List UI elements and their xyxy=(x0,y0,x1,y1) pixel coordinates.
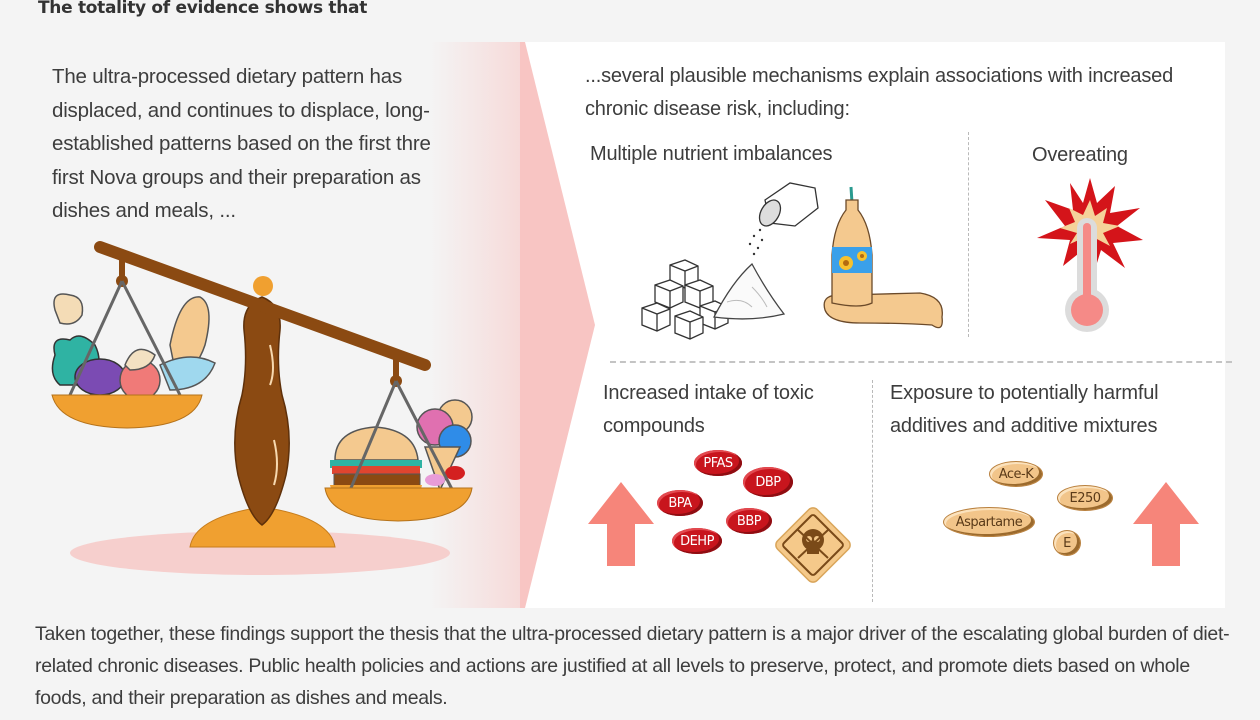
mechanisms-intro: ...several plausible mechanisms explain … xyxy=(585,65,1174,120)
mechanism-title-overeating: Overeating xyxy=(1032,144,1128,166)
divider-vertical-bottom xyxy=(872,380,873,602)
whole-foods-icon xyxy=(51,293,216,401)
hazard-skull-icon xyxy=(775,507,851,583)
toxic-compound-pfas: PFAS xyxy=(694,450,742,476)
additive-aspartame: Aspartame xyxy=(943,507,1035,537)
scale-pillar xyxy=(234,296,290,526)
additive-e250: E250 xyxy=(1057,485,1113,511)
mechanism-title-nutrient-imbalances: Multiple nutrient imbalances xyxy=(590,143,833,165)
additive-e: E xyxy=(1053,530,1081,556)
additive-ace-k: Ace-K xyxy=(989,461,1043,487)
sugary-drink-bottle-icon xyxy=(823,186,943,329)
balance-scale-icon xyxy=(51,241,473,575)
toxic-compound-bpa: BPA xyxy=(657,490,703,516)
up-arrow-icon xyxy=(1133,482,1199,566)
divider-vertical-top xyxy=(968,132,969,337)
salt-shaker-icon xyxy=(748,182,819,256)
toxic-compound-bbp: BBP xyxy=(726,508,772,534)
sugar-pile-icon xyxy=(712,262,786,320)
toxic-compound-dbp: DBP xyxy=(743,467,793,497)
left-pan xyxy=(51,394,203,429)
up-arrow-icon xyxy=(588,482,654,566)
mechanism-title-toxic-compounds: Increased intake of toxic compounds xyxy=(603,382,814,437)
ultra-processed-foods-icon xyxy=(330,399,473,493)
toxic-compound-dehp: DEHP xyxy=(672,528,722,554)
chevron-tip xyxy=(520,42,595,608)
displacement-statement: The ultra-processed dietary pattern has … xyxy=(52,65,442,222)
scale-shadow xyxy=(70,531,450,575)
mechanism-title-additives: Exposure to potentially harmful additive… xyxy=(890,382,1159,437)
scale-knob xyxy=(253,276,273,296)
divider-horizontal xyxy=(610,361,1232,363)
scale-beam xyxy=(94,241,431,371)
right-pan xyxy=(324,487,473,522)
page-title: The totality of evidence shows that xyxy=(38,0,368,18)
conclusion-text: Taken together, these findings support t… xyxy=(35,623,1230,709)
sugar-cubes-icon xyxy=(641,259,729,340)
thermometer-burst-icon xyxy=(1037,178,1143,332)
